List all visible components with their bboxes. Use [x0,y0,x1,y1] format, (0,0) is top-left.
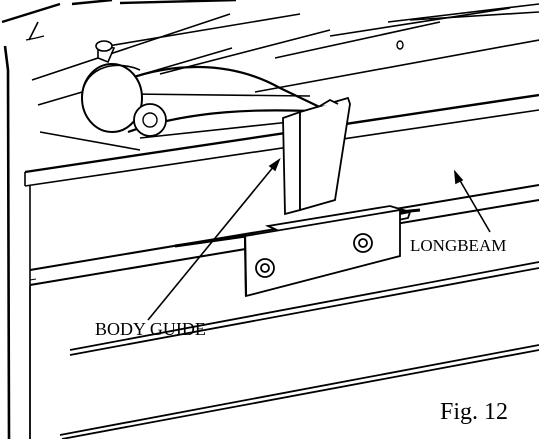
figure-caption: Fig. 12 [440,399,508,425]
lower-panel [29,261,539,440]
conveyor-assembly [31,3,539,151]
clipped-header-text [1,0,237,24]
longbeam-label: LONGBEAM [410,236,506,255]
body-guide [174,96,421,298]
leader-lines [147,157,491,321]
body-guide-label: BODY GUIDE [95,319,206,339]
frame-edges [3,21,45,440]
